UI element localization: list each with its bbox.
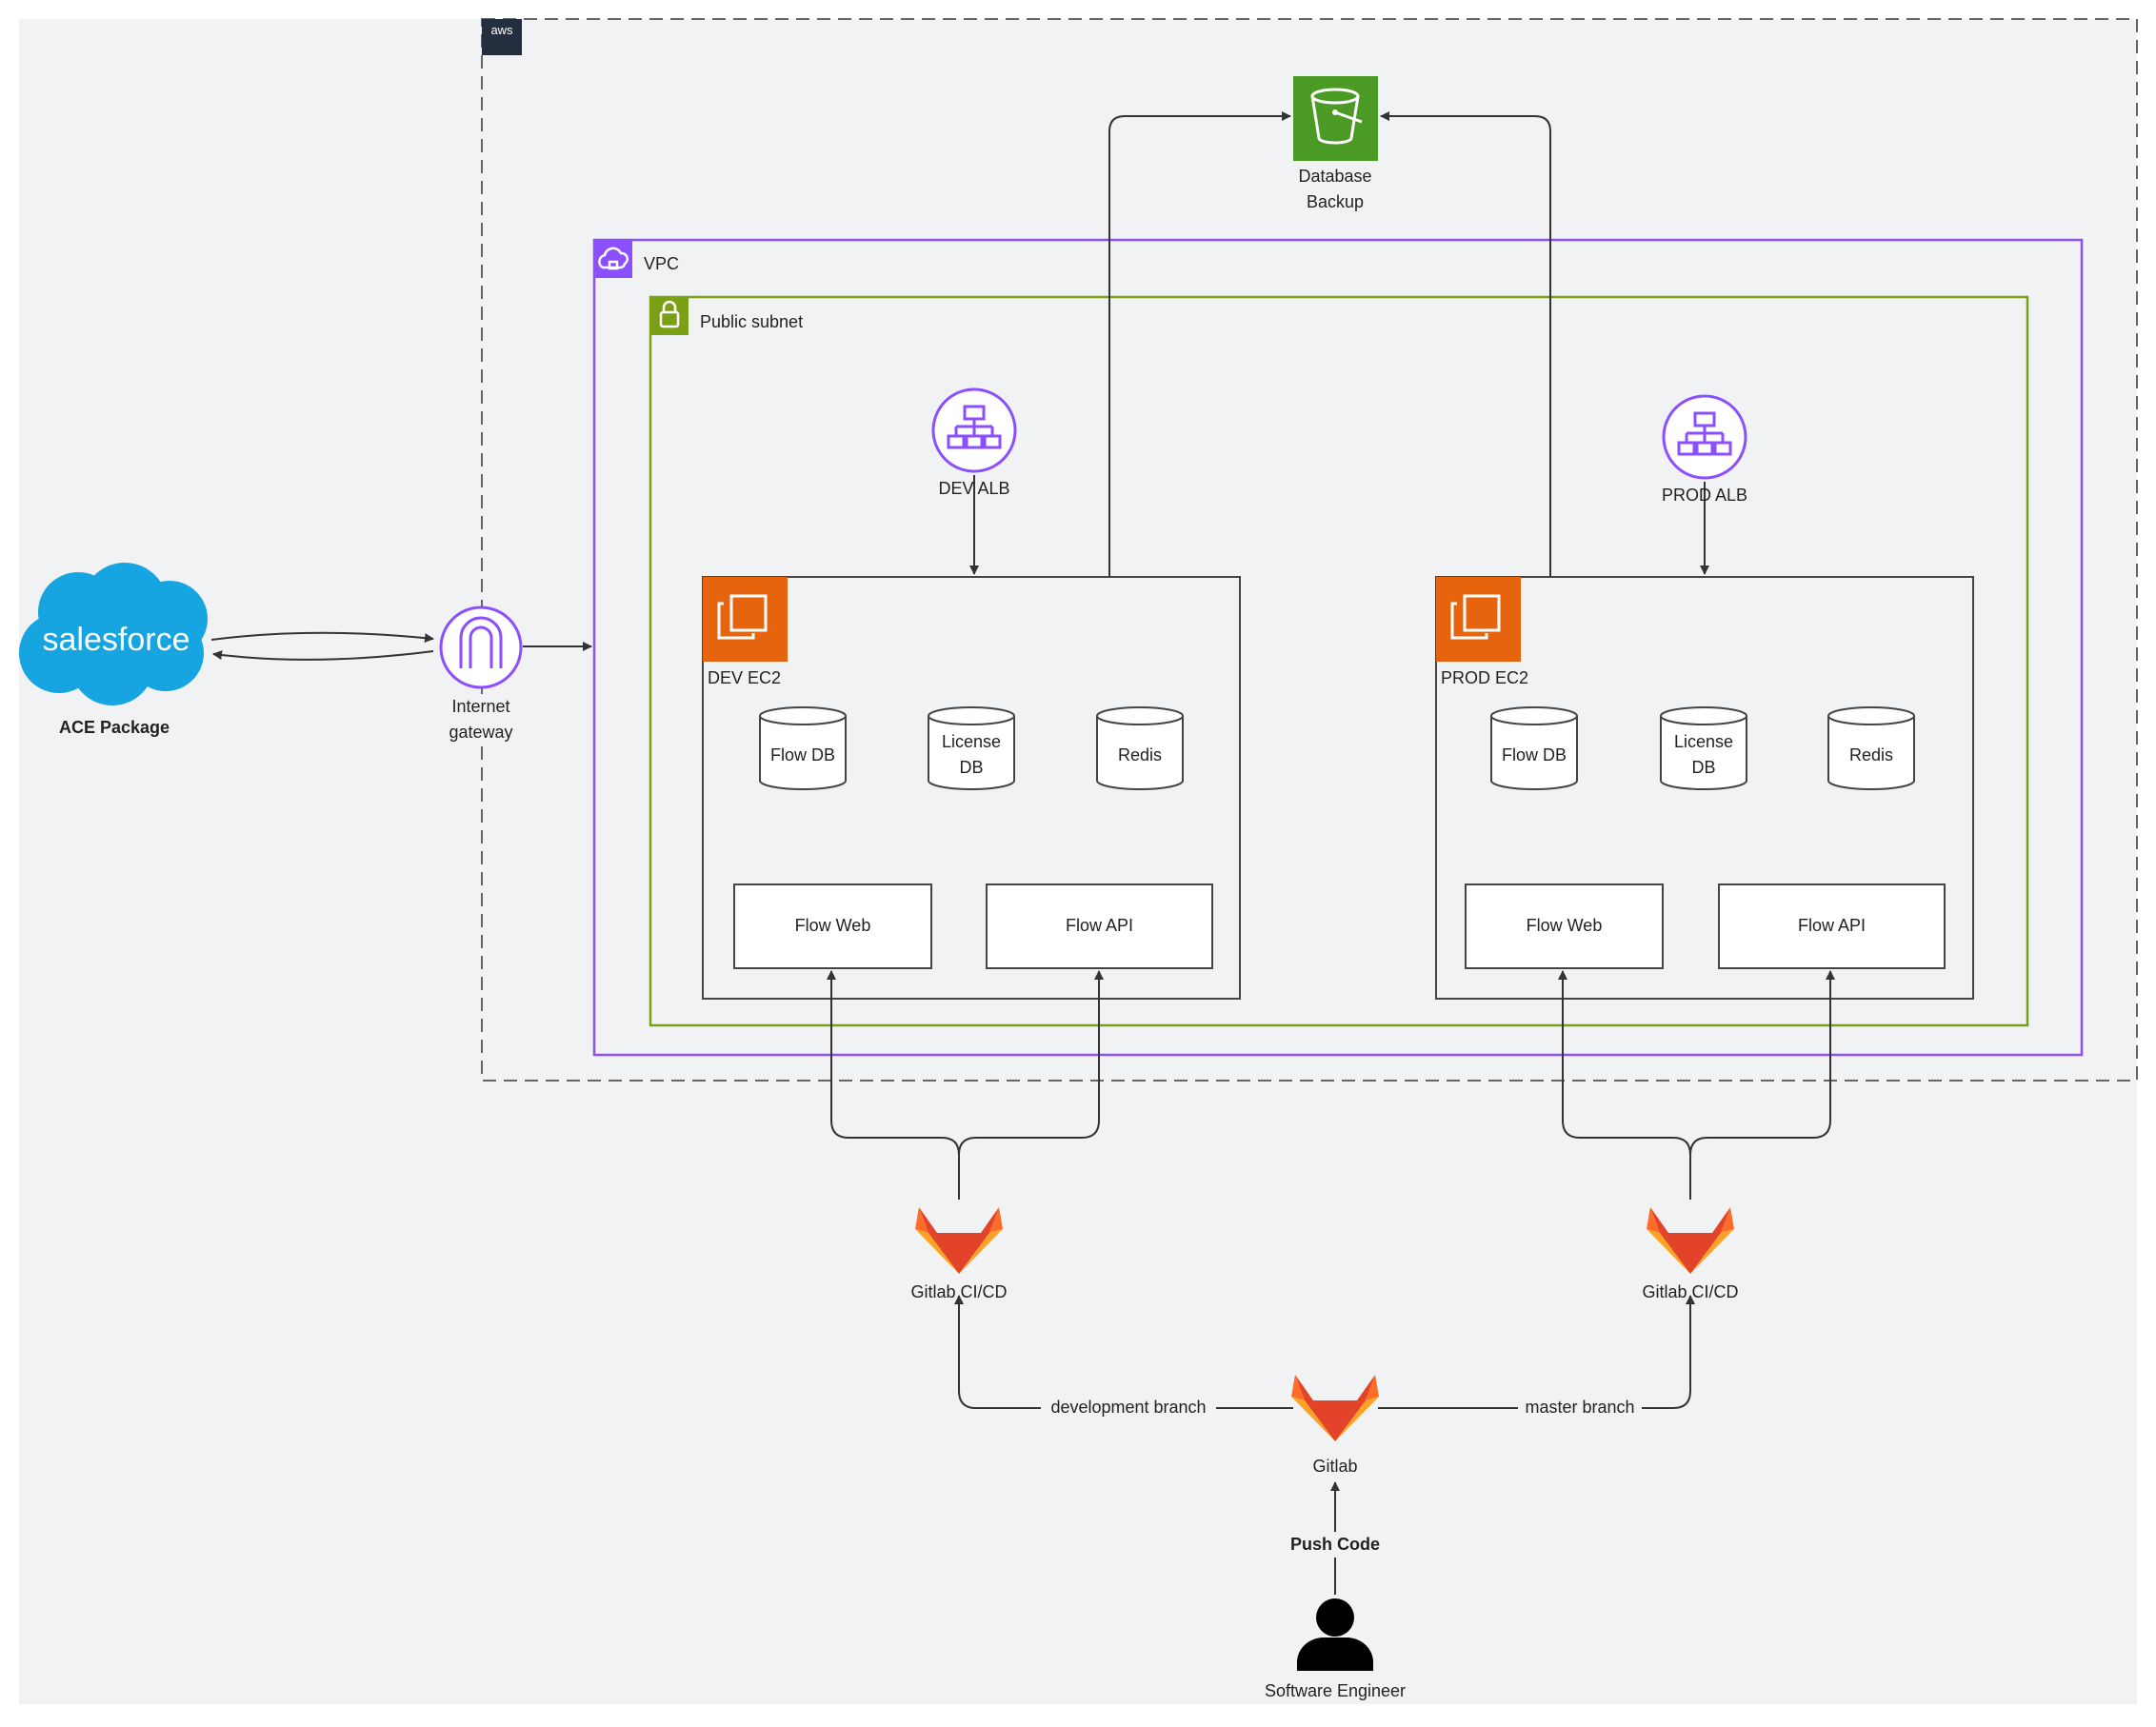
internet-gateway-label: Internet gateway: [434, 694, 528, 745]
prod-flow-api-box: [1718, 883, 1946, 969]
prod-alb-label: PROD ALB: [1661, 486, 1748, 505]
software-engineer-label: Software Engineer: [1264, 1681, 1407, 1700]
prod-redis-cylinder: [1827, 706, 1915, 790]
prod-ec2-container: [1435, 576, 1974, 1000]
public-subnet-group: [649, 295, 2029, 1027]
aws-badge-label: aws: [490, 23, 513, 37]
dev-flow-web-label: Flow Web: [794, 916, 871, 935]
connectors: [210, 111, 1835, 1595]
public-subnet-label: Public subnet: [700, 312, 804, 331]
dev-flow-api-label: Flow API: [1065, 916, 1134, 935]
ace-package-label: ACE Package: [58, 718, 170, 737]
aws-cloud-group: [481, 18, 2138, 1082]
gitlab-to-prod-cicd-arrow: [1378, 1295, 1695, 1409]
salesforce-logo-icon: [19, 563, 208, 705]
dev-gitlab-cicd-icon: [915, 1207, 1003, 1274]
dev-alb-icon: [931, 387, 1017, 473]
prod-redis-label: Redis: [1848, 745, 1894, 764]
dev-flow-db-label: Flow DB: [769, 745, 835, 764]
prod-ec2-label: PROD EC2: [1441, 668, 1529, 687]
s3-bucket-icon: [1293, 76, 1378, 161]
gateway-to-salesforce-arrow: [212, 650, 434, 661]
prod-ec2-to-backup-arrow: [1380, 111, 1551, 577]
master-branch-label: master branch: [1518, 1395, 1642, 1420]
prod-cicd-label: Gitlab CI/CD: [1642, 1282, 1739, 1301]
vpc-label: VPC: [644, 254, 680, 273]
vpc-group: [592, 238, 2084, 1057]
dev-cicd-to-flow-web-arrow: [827, 970, 960, 1200]
dev-ec2-label: DEV EC2: [708, 668, 782, 687]
dev-cicd-to-flow-api-arrow: [958, 970, 1104, 1156]
dev-flow-web-box: [733, 883, 932, 969]
subnet-badge: [650, 297, 689, 335]
dev-redis-label: Redis: [1117, 745, 1163, 764]
aws-badge: [482, 19, 522, 55]
prod-flow-api-label: Flow API: [1797, 916, 1867, 935]
prod-license-db-label: License DB: [1673, 732, 1734, 777]
dev-ec2-container: [702, 576, 1241, 1000]
prod-flow-db-cylinder: [1490, 706, 1578, 790]
prod-cicd-to-flow-web-arrow: [1558, 970, 1691, 1200]
dev-cicd-label: Gitlab CI/CD: [910, 1282, 1008, 1301]
salesforce-to-gateway-arrow: [210, 631, 434, 644]
prod-flow-web-box: [1465, 883, 1664, 969]
push-code-label: Push Code: [1281, 1532, 1389, 1558]
vpc-cloud-icon: [598, 247, 629, 270]
dev-redis-cylinder: [1096, 706, 1184, 790]
gitlab-to-dev-cicd-arrow: [954, 1295, 1293, 1409]
gitlab-label: Gitlab: [1312, 1457, 1358, 1476]
subnet-lock-icon: [659, 300, 680, 328]
database-backup-label: Database Backup: [1298, 167, 1372, 211]
prod-gitlab-cicd-icon: [1647, 1207, 1734, 1274]
dev-license-db-label: License DB: [941, 732, 1002, 777]
dev-alb-label: DEV ALB: [938, 479, 1010, 498]
salesforce-logo-text: salesforce: [42, 622, 190, 658]
dev-license-db-cylinder: [928, 706, 1015, 790]
development-branch-label: development branch: [1041, 1395, 1216, 1420]
prod-ec2-icon: [1436, 577, 1521, 662]
prod-license-db-cylinder: [1660, 706, 1747, 790]
dev-ec2-icon: [703, 577, 788, 662]
internet-gateway-icon: [439, 605, 523, 689]
dev-flow-db-cylinder: [759, 706, 847, 790]
dev-flow-api-box: [986, 883, 1213, 969]
canvas-background: [19, 19, 2137, 1704]
prod-flow-db-label: Flow DB: [1501, 745, 1567, 764]
prod-alb-icon: [1662, 394, 1747, 480]
software-engineer-icon: [1297, 1598, 1373, 1671]
gitlab-icon: [1291, 1375, 1379, 1441]
prod-flow-web-label: Flow Web: [1526, 916, 1603, 935]
prod-cicd-to-flow-api-arrow: [1689, 970, 1835, 1156]
dev-ec2-to-backup-arrow: [1108, 111, 1291, 577]
